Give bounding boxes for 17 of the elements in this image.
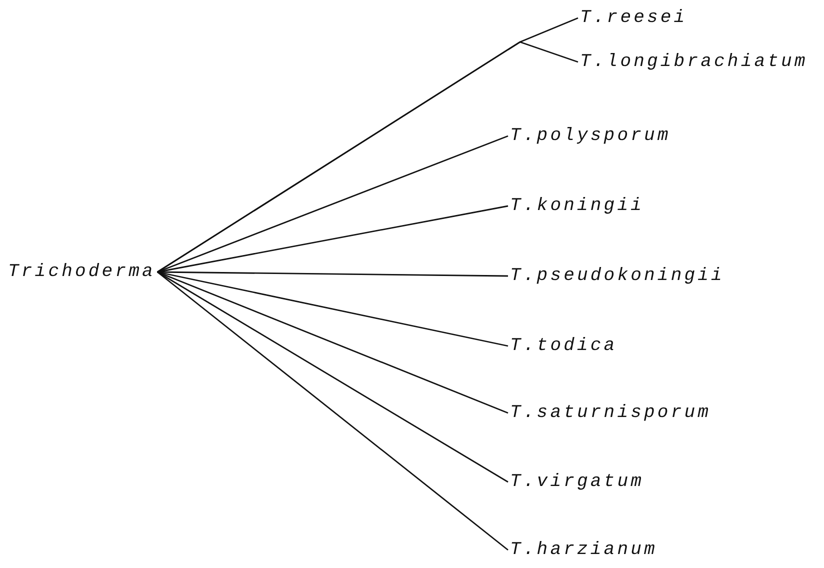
tree-branch [157, 135, 508, 273]
taxon-label: T.longibrachiatum [580, 52, 808, 72]
taxon-label: T.virgatum [510, 472, 644, 492]
taxon-label: T.reesei [580, 8, 688, 28]
taxon-label: Trichoderma [8, 262, 156, 282]
taxon-label: T.pseudokoningii [510, 266, 724, 286]
taxon-label: T.saturnisporum [510, 403, 712, 423]
tree-branch [157, 271, 508, 347]
tree-branch [157, 205, 508, 273]
taxon-label: T.harzianum [510, 540, 658, 560]
taxon-label: T.todica [510, 336, 618, 356]
taxon-label: T.koningii [510, 196, 644, 216]
tree-branch [157, 271, 508, 277]
taxon-label: T.polysporum [510, 126, 671, 146]
tree-branch [157, 271, 508, 414]
tree-branch [157, 271, 508, 483]
tree-branch [156, 271, 508, 551]
